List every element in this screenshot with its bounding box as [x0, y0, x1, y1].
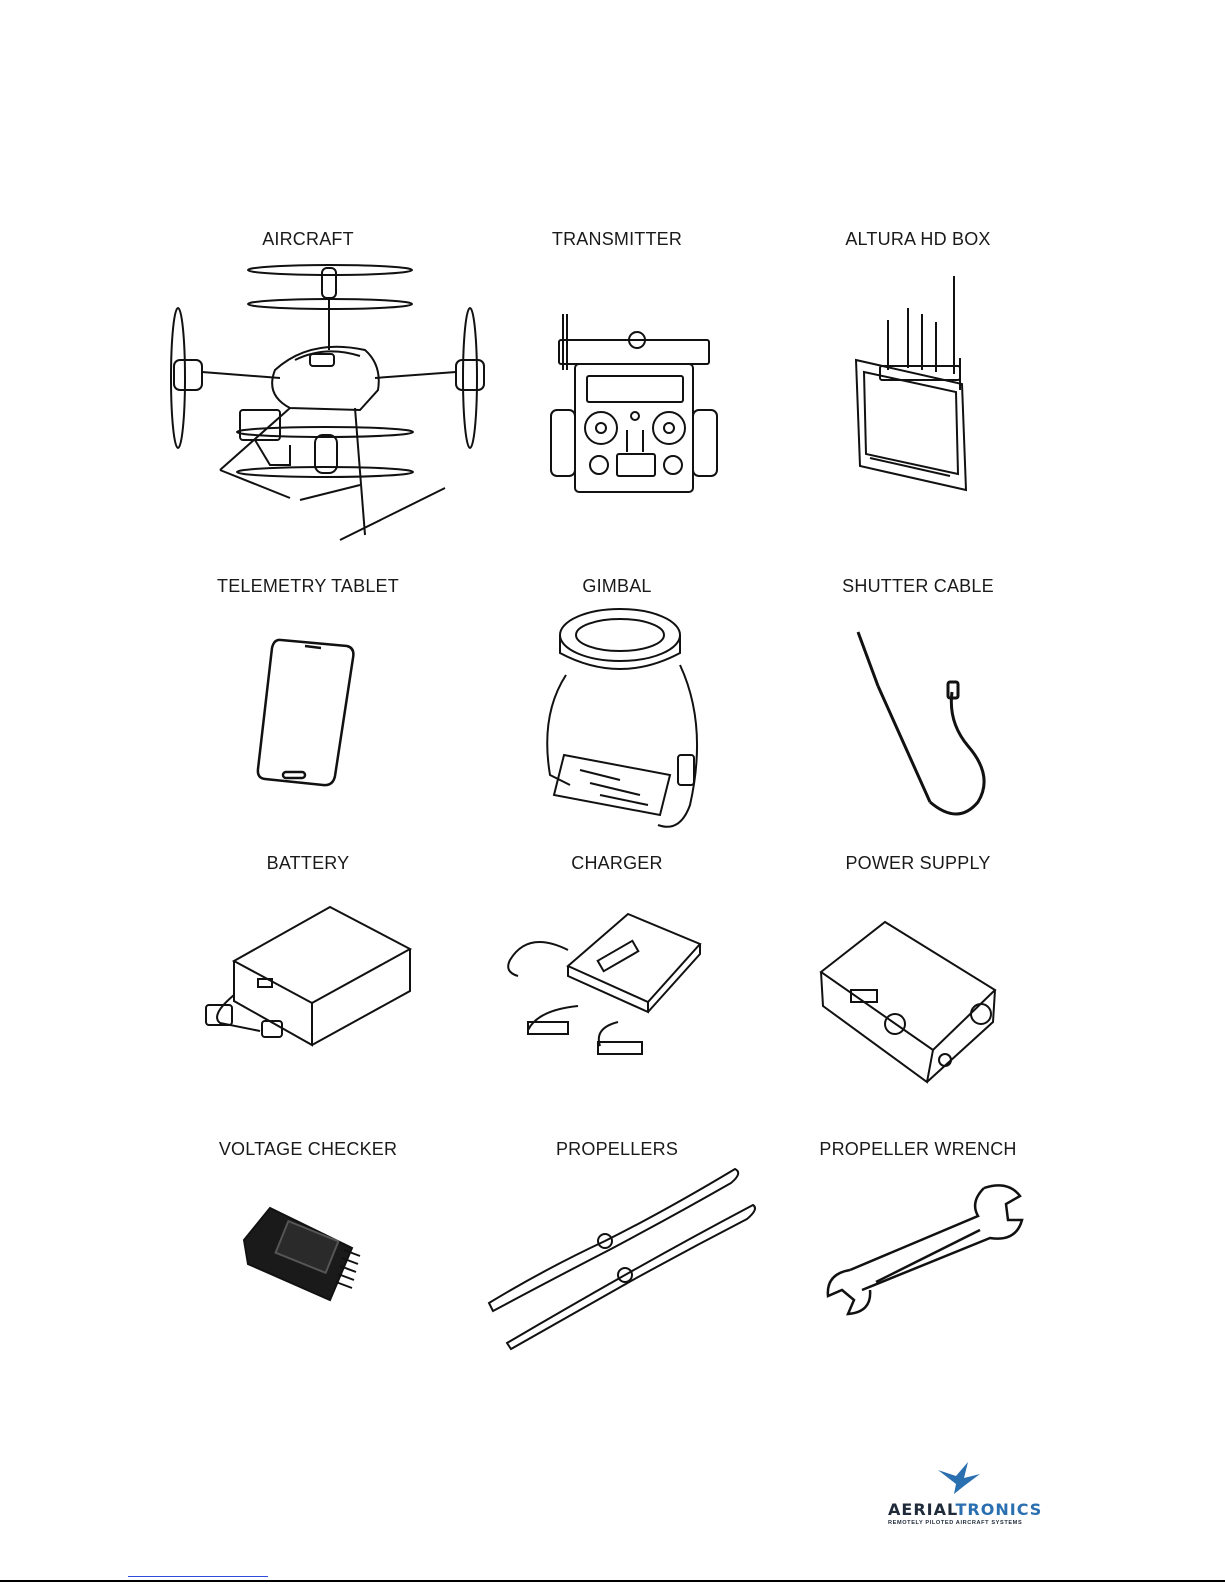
altura-hd-box-illustration: [850, 270, 980, 490]
aircraft-illustration: [160, 260, 500, 560]
aerialtronics-logo: AERIALTRONICS REMOTELY PILOTED AIRCRAFT …: [888, 1460, 1048, 1530]
footer-rule: [0, 1580, 1225, 1582]
logo-tagline: REMOTELY PILOTED AIRCRAFT SYSTEMS: [888, 1520, 1048, 1526]
shutter-cable-illustration: [848, 626, 998, 826]
label-telemetry-tablet: TELEMETRY TABLET: [143, 576, 473, 597]
label-battery: BATTERY: [143, 853, 473, 874]
charger-illustration: [498, 910, 703, 1070]
label-propellers: PROPELLERS: [452, 1139, 782, 1160]
telemetry-tablet-illustration: [255, 636, 355, 786]
logo-word-part1: AERIAL: [888, 1500, 956, 1519]
label-gimbal: GIMBAL: [452, 576, 782, 597]
label-propeller-wrench: PROPELLER WRENCH: [753, 1139, 1083, 1160]
gimbal-illustration: [530, 605, 710, 837]
footer-link-underline[interactable]: [128, 1576, 268, 1577]
label-charger: CHARGER: [452, 853, 782, 874]
bird-icon: [934, 1460, 984, 1496]
logo-wordmark: AERIALTRONICS: [888, 1500, 1048, 1519]
logo-word-part2: TRONICS: [956, 1500, 1043, 1519]
label-transmitter: TRANSMITTER: [452, 229, 782, 250]
transmitter-illustration: [545, 310, 735, 495]
label-altura-hd-box: ALTURA HD BOX: [753, 229, 1083, 250]
label-voltage-checker: VOLTAGE CHECKER: [143, 1139, 473, 1160]
voltage-checker-illustration: [240, 1200, 365, 1305]
label-power-supply: POWER SUPPLY: [753, 853, 1083, 874]
label-shutter-cable: SHUTTER CABLE: [753, 576, 1083, 597]
label-aircraft: AIRCRAFT: [143, 229, 473, 250]
propeller-wrench-illustration: [820, 1180, 1025, 1315]
power-supply-illustration: [815, 910, 1000, 1090]
battery-illustration: [200, 905, 420, 1047]
propellers-illustration: [485, 1165, 760, 1350]
